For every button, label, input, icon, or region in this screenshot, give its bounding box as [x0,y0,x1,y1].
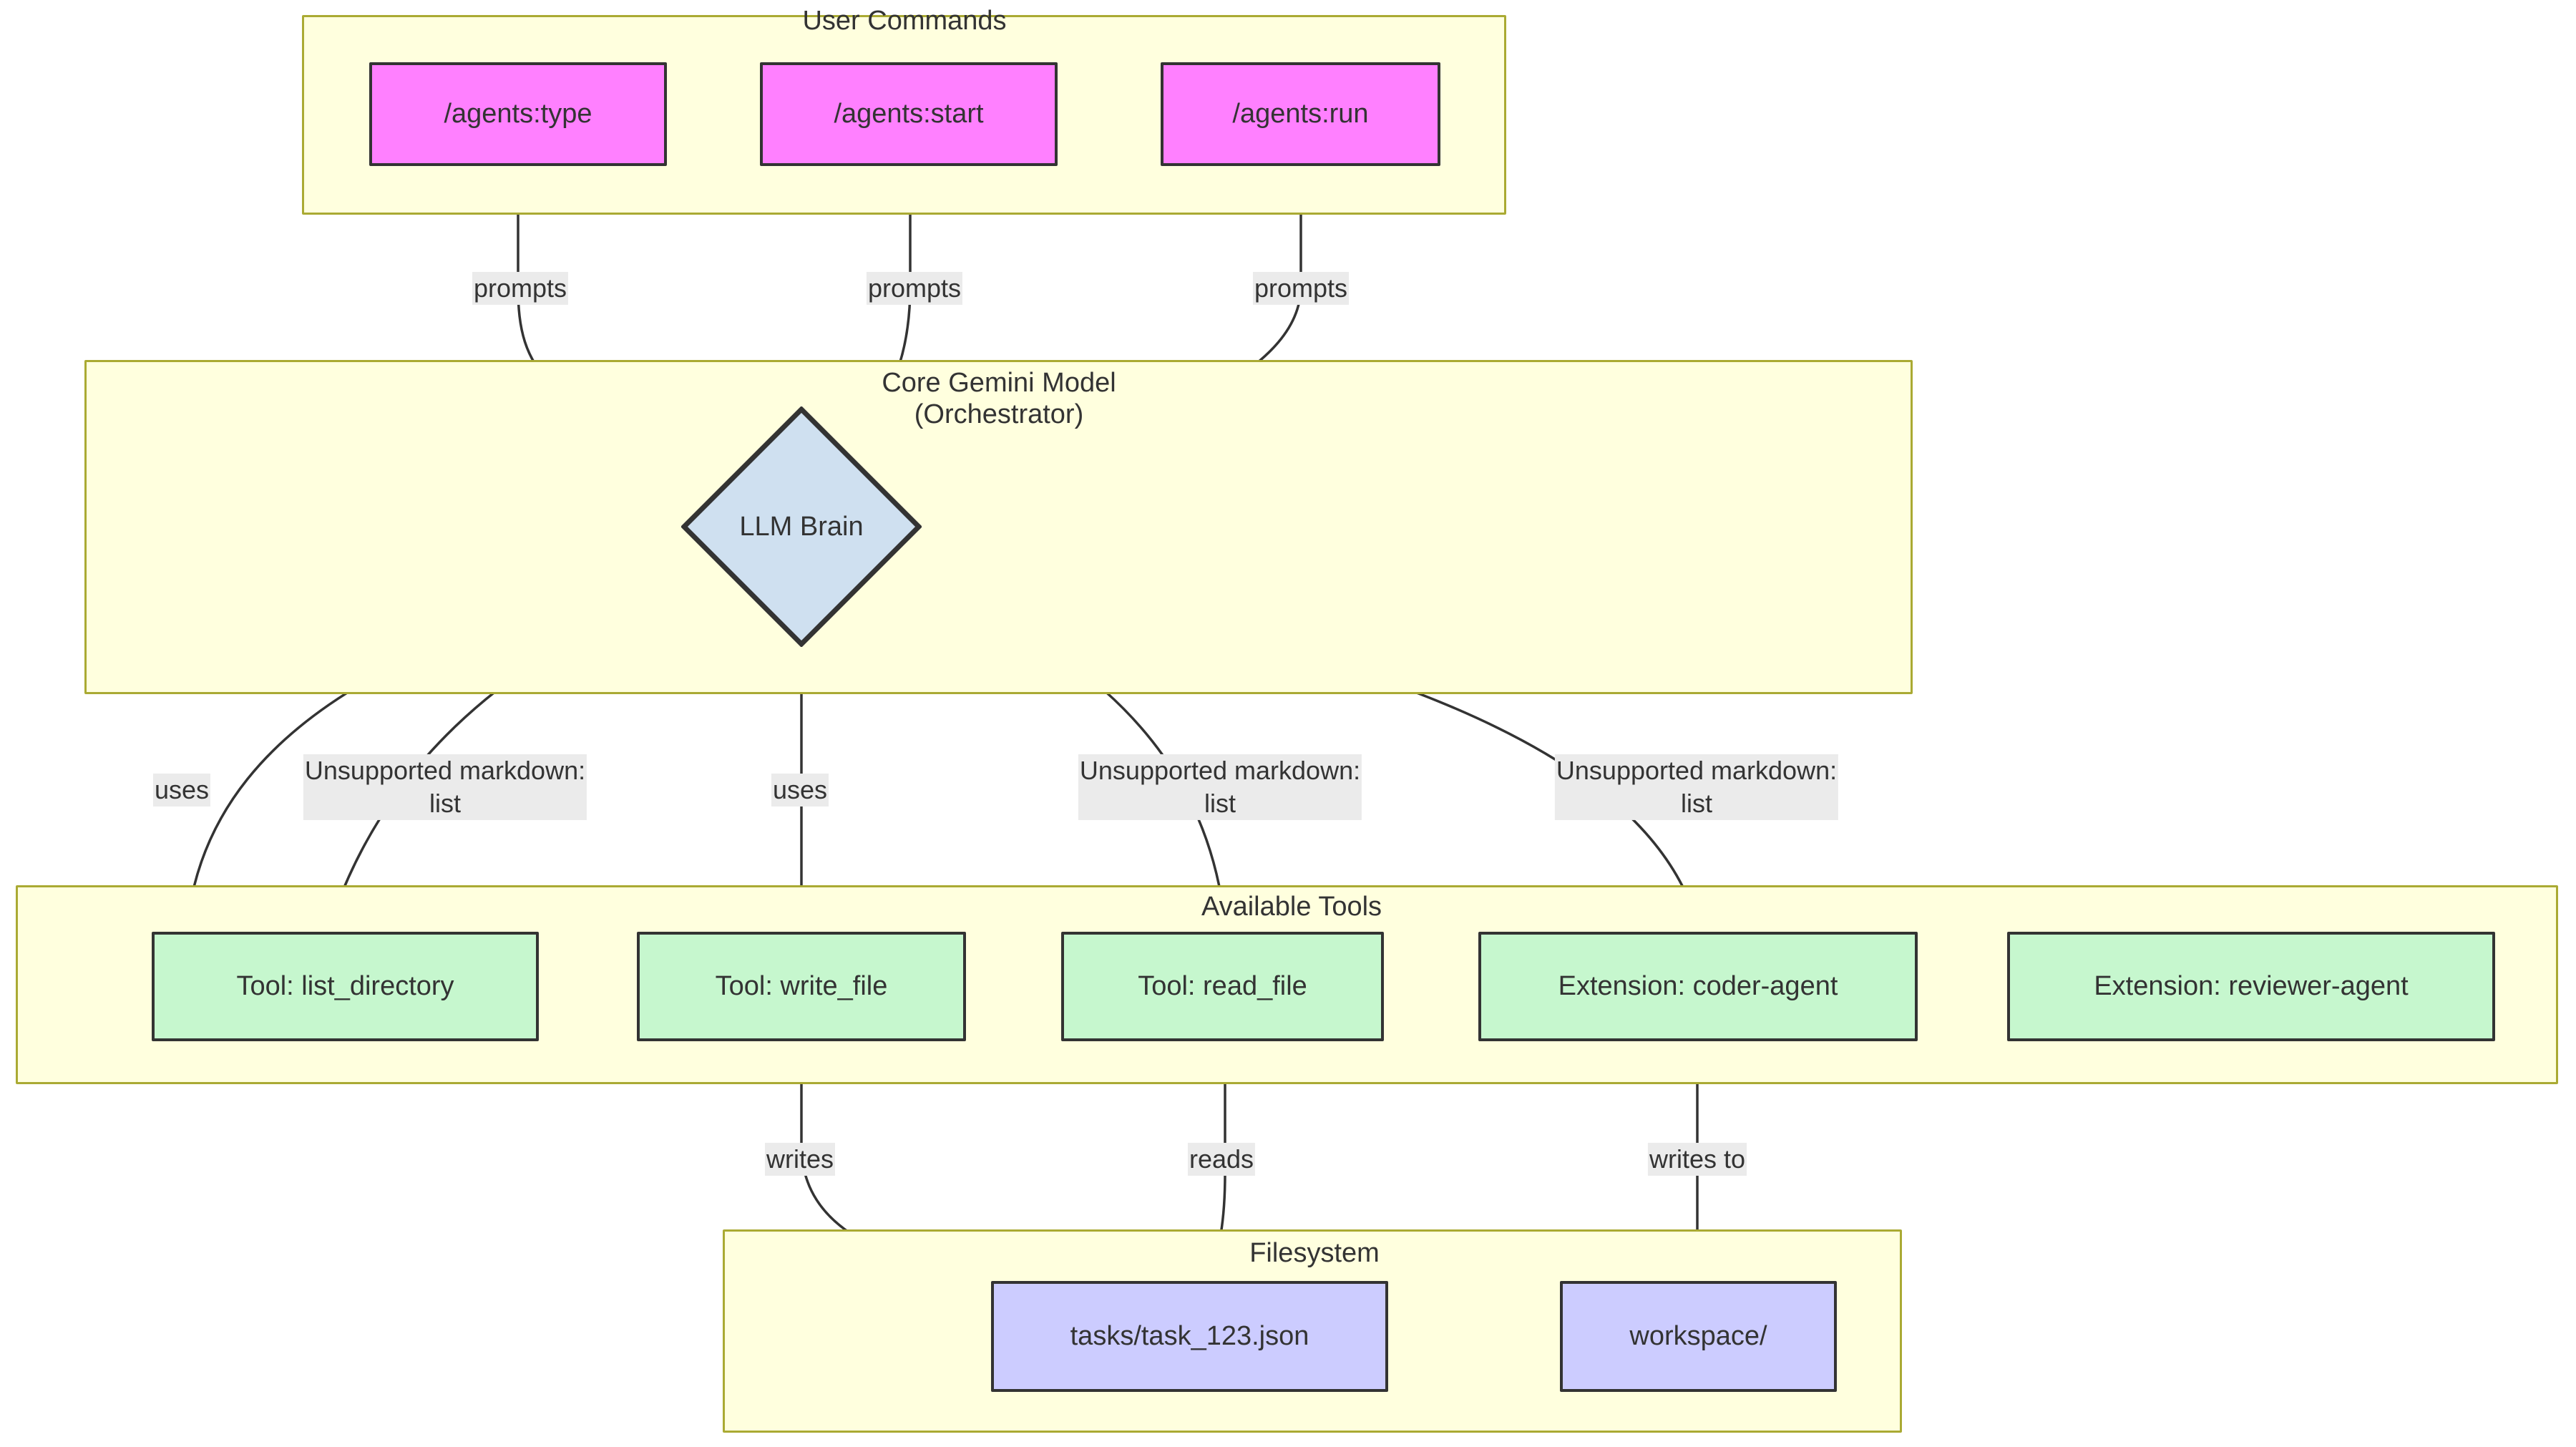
edge-label-writes-to: writes to [1647,1142,1747,1176]
edge-label-writes: writes [764,1142,836,1176]
edge-label-unsupported-markdown-list-3: Unsupported markdown: list [1554,754,1839,821]
edge-label-unsupported-markdown-list-2: Unsupported markdown: list [1078,754,1362,821]
edge-label-unsupported-markdown-list-1: Unsupported markdown: list [303,754,587,821]
edge-label-prompts-3: prompts [1252,271,1350,306]
node-tool-list-directory[interactable]: Tool: list_directory [152,932,539,1041]
node-tasks-task-123-json[interactable]: tasks/task_123.json [991,1281,1388,1392]
cluster-filesystem-title: Filesystem [1249,1238,1380,1268]
node-agents-start[interactable]: /agents:start [760,62,1058,166]
cluster-core-gemini-model-title: Core Gemini Model (Orchestrator) [882,368,1116,430]
node-tool-write-file[interactable]: Tool: write_file [637,932,966,1041]
node-workspace-dir[interactable]: workspace/ [1560,1281,1837,1392]
cluster-available-tools-title: Available Tools [1201,892,1382,922]
edge-label-prompts-1: prompts [472,271,569,306]
node-llm-brain-label: LLM Brain [739,511,864,542]
node-llm-brain[interactable]: LLM Brain [681,406,922,647]
node-agents-run[interactable]: /agents:run [1161,62,1440,166]
edge-label-reads: reads [1187,1142,1256,1176]
node-tool-read-file[interactable]: Tool: read_file [1061,932,1384,1041]
edge-label-prompts-2: prompts [866,271,963,306]
diamond-shape-icon [681,406,922,647]
edge-label-uses-2: uses [771,773,829,807]
cluster-core-gemini-model-title-line2: (Orchestrator) [914,399,1084,429]
cluster-core-gemini-model-title-line1: Core Gemini Model [882,368,1116,398]
node-extension-reviewer-agent[interactable]: Extension: reviewer-agent [2007,932,2495,1041]
cluster-user-commands-title: User Commands [802,6,1007,36]
node-agents-type[interactable]: /agents:type [369,62,667,166]
edge-label-uses-1: uses [152,773,211,807]
cluster-core-gemini-model [84,360,1913,694]
node-extension-coder-agent[interactable]: Extension: coder-agent [1478,932,1918,1041]
